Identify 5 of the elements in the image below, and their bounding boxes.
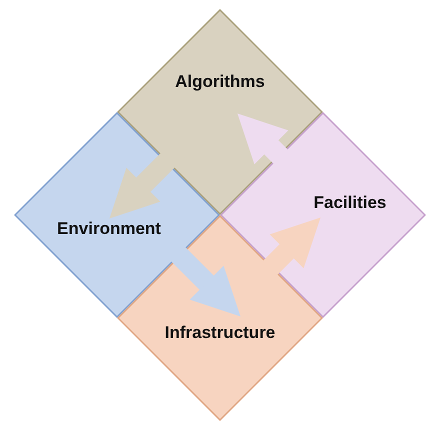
block-arrow: [170, 246, 241, 317]
piece-label: Algorithms: [175, 72, 265, 92]
piece-label: Facilities: [314, 193, 386, 213]
piece-label: Environment: [57, 219, 161, 239]
piece-label: Infrastructure: [164, 323, 276, 343]
